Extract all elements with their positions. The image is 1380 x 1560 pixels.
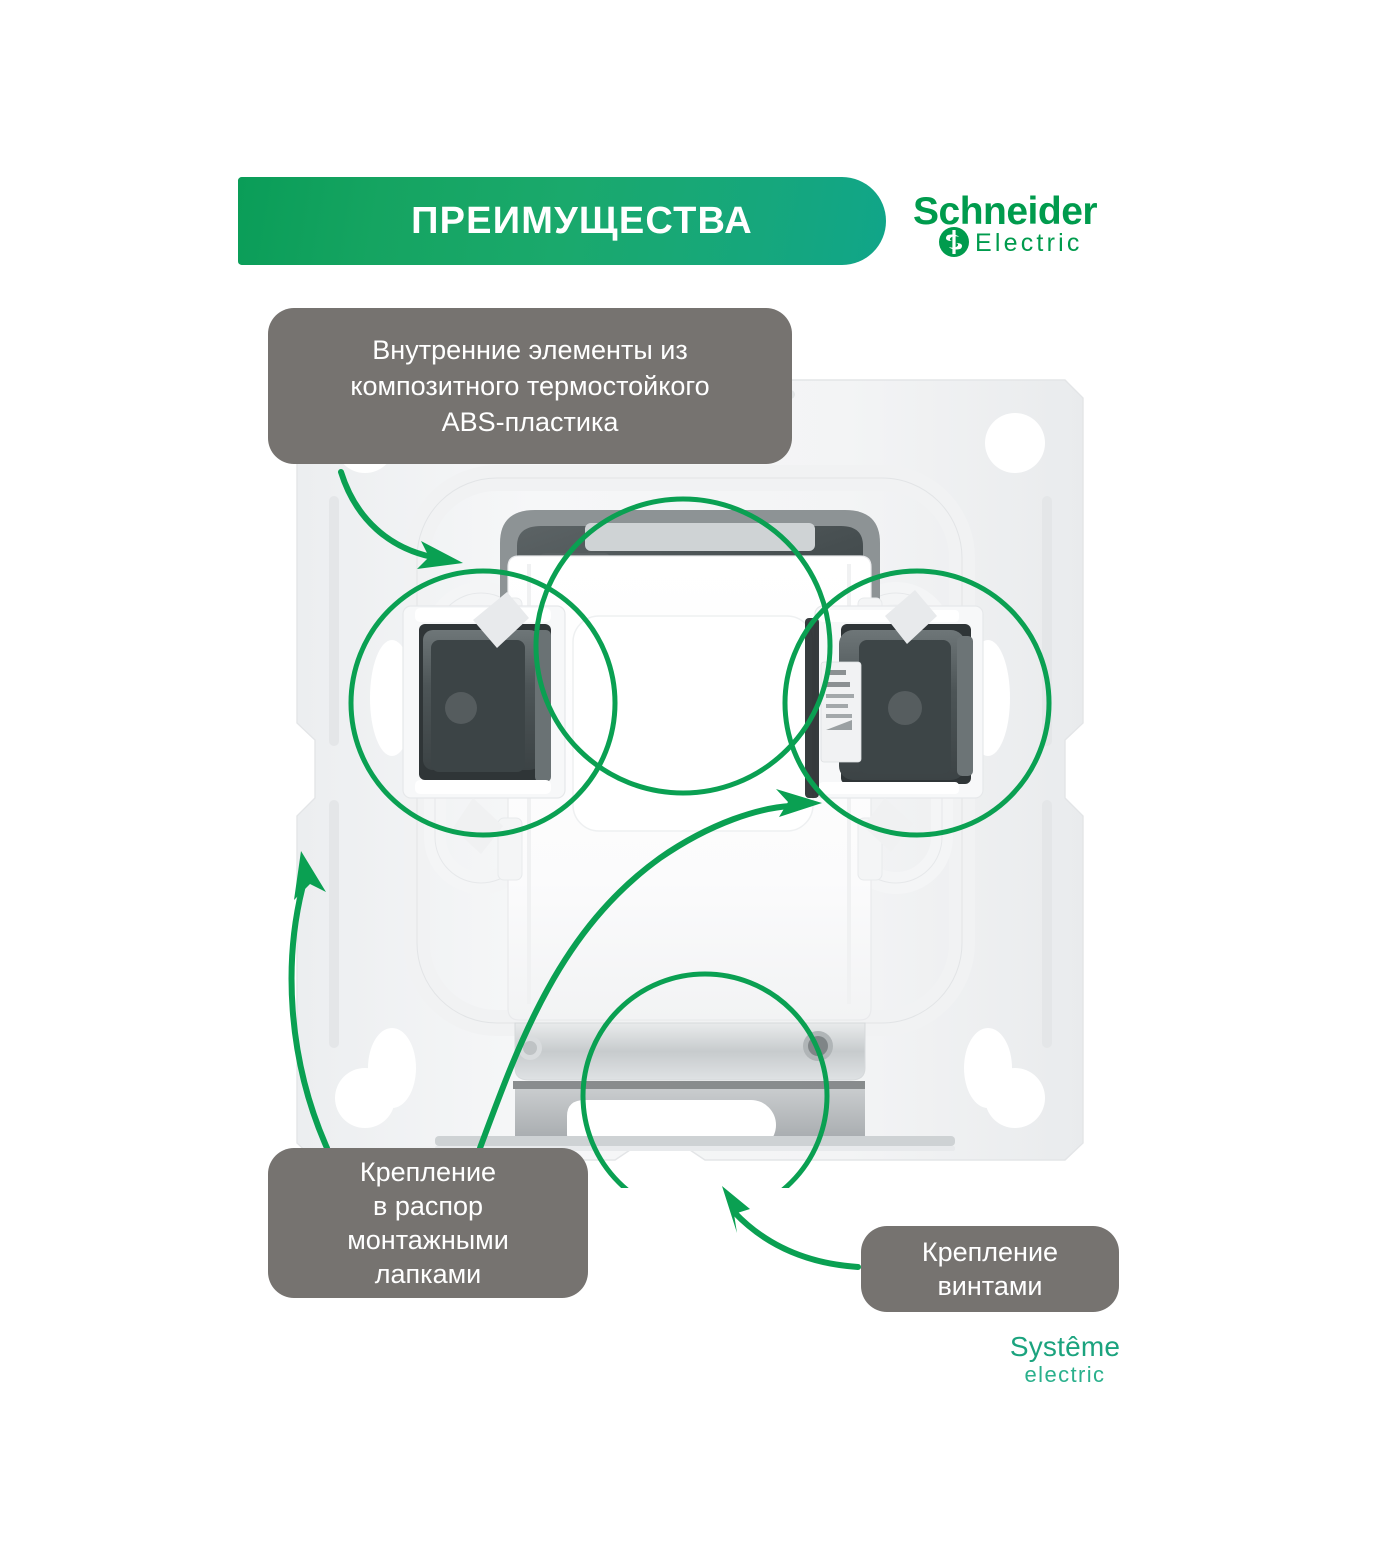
systeme-electric-logo: Systême electric — [985, 1332, 1145, 1394]
arrow-to-screw-circle — [731, 1209, 861, 1270]
schneider-s-mark-icon — [939, 227, 969, 257]
schneider-logo-word: Schneider — [913, 190, 1098, 233]
page-title: ПРЕИМУЩЕСТВА — [411, 199, 753, 242]
callout-mounting-claws-text: Крепление в распор монтажными лапками — [347, 1157, 509, 1289]
schneider-logo-subword: Electric — [975, 229, 1083, 257]
right-mounting-claw — [805, 605, 984, 799]
product-image — [285, 368, 1095, 1188]
left-mounting-claw — [402, 605, 566, 799]
callout-mounting-screws-text: Крепление винтами — [921, 1237, 1059, 1301]
systeme-logo-subword: electric — [1024, 1362, 1106, 1387]
systeme-logo-word: Systême — [1009, 1331, 1121, 1362]
right-mounting-claw-highlight-circle — [782, 568, 1052, 838]
callout-abs-plastic-text: Внутренние элементы из композитного терм… — [350, 335, 710, 437]
callout-mounting-claws: Крепление в распор монтажными лапками — [268, 1148, 588, 1298]
callout-abs-plastic: Внутренние элементы из композитного терм… — [268, 308, 792, 464]
schneider-electric-logo: Schneider Electric — [913, 190, 1138, 262]
callout-mounting-screws: Крепление винтами — [861, 1226, 1119, 1312]
header-banner: ПРЕИМУЩЕСТВА — [238, 177, 886, 265]
arrowhead-screw — [722, 1186, 750, 1233]
abs-plastic-highlight-circle — [533, 496, 833, 796]
